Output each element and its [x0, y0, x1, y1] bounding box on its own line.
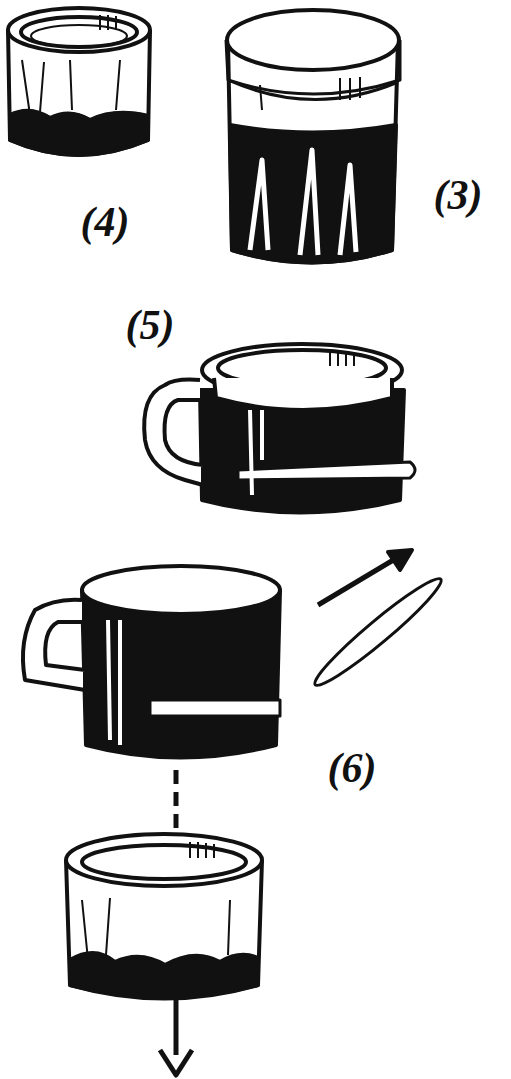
cup-with-lid [144, 344, 415, 513]
jar [226, 10, 400, 263]
cup [23, 566, 280, 758]
lid-disc [308, 571, 448, 693]
callout-number: (3) [434, 174, 483, 216]
callout-number: (6) [328, 747, 377, 789]
ring-cup [8, 8, 150, 155]
callout-number: (4) [81, 201, 130, 243]
motion-arrow [318, 550, 412, 605]
ring-cup [66, 834, 262, 999]
down-arrow [160, 1000, 192, 1075]
callout-number: (5) [126, 304, 175, 346]
drop-line [174, 770, 179, 830]
